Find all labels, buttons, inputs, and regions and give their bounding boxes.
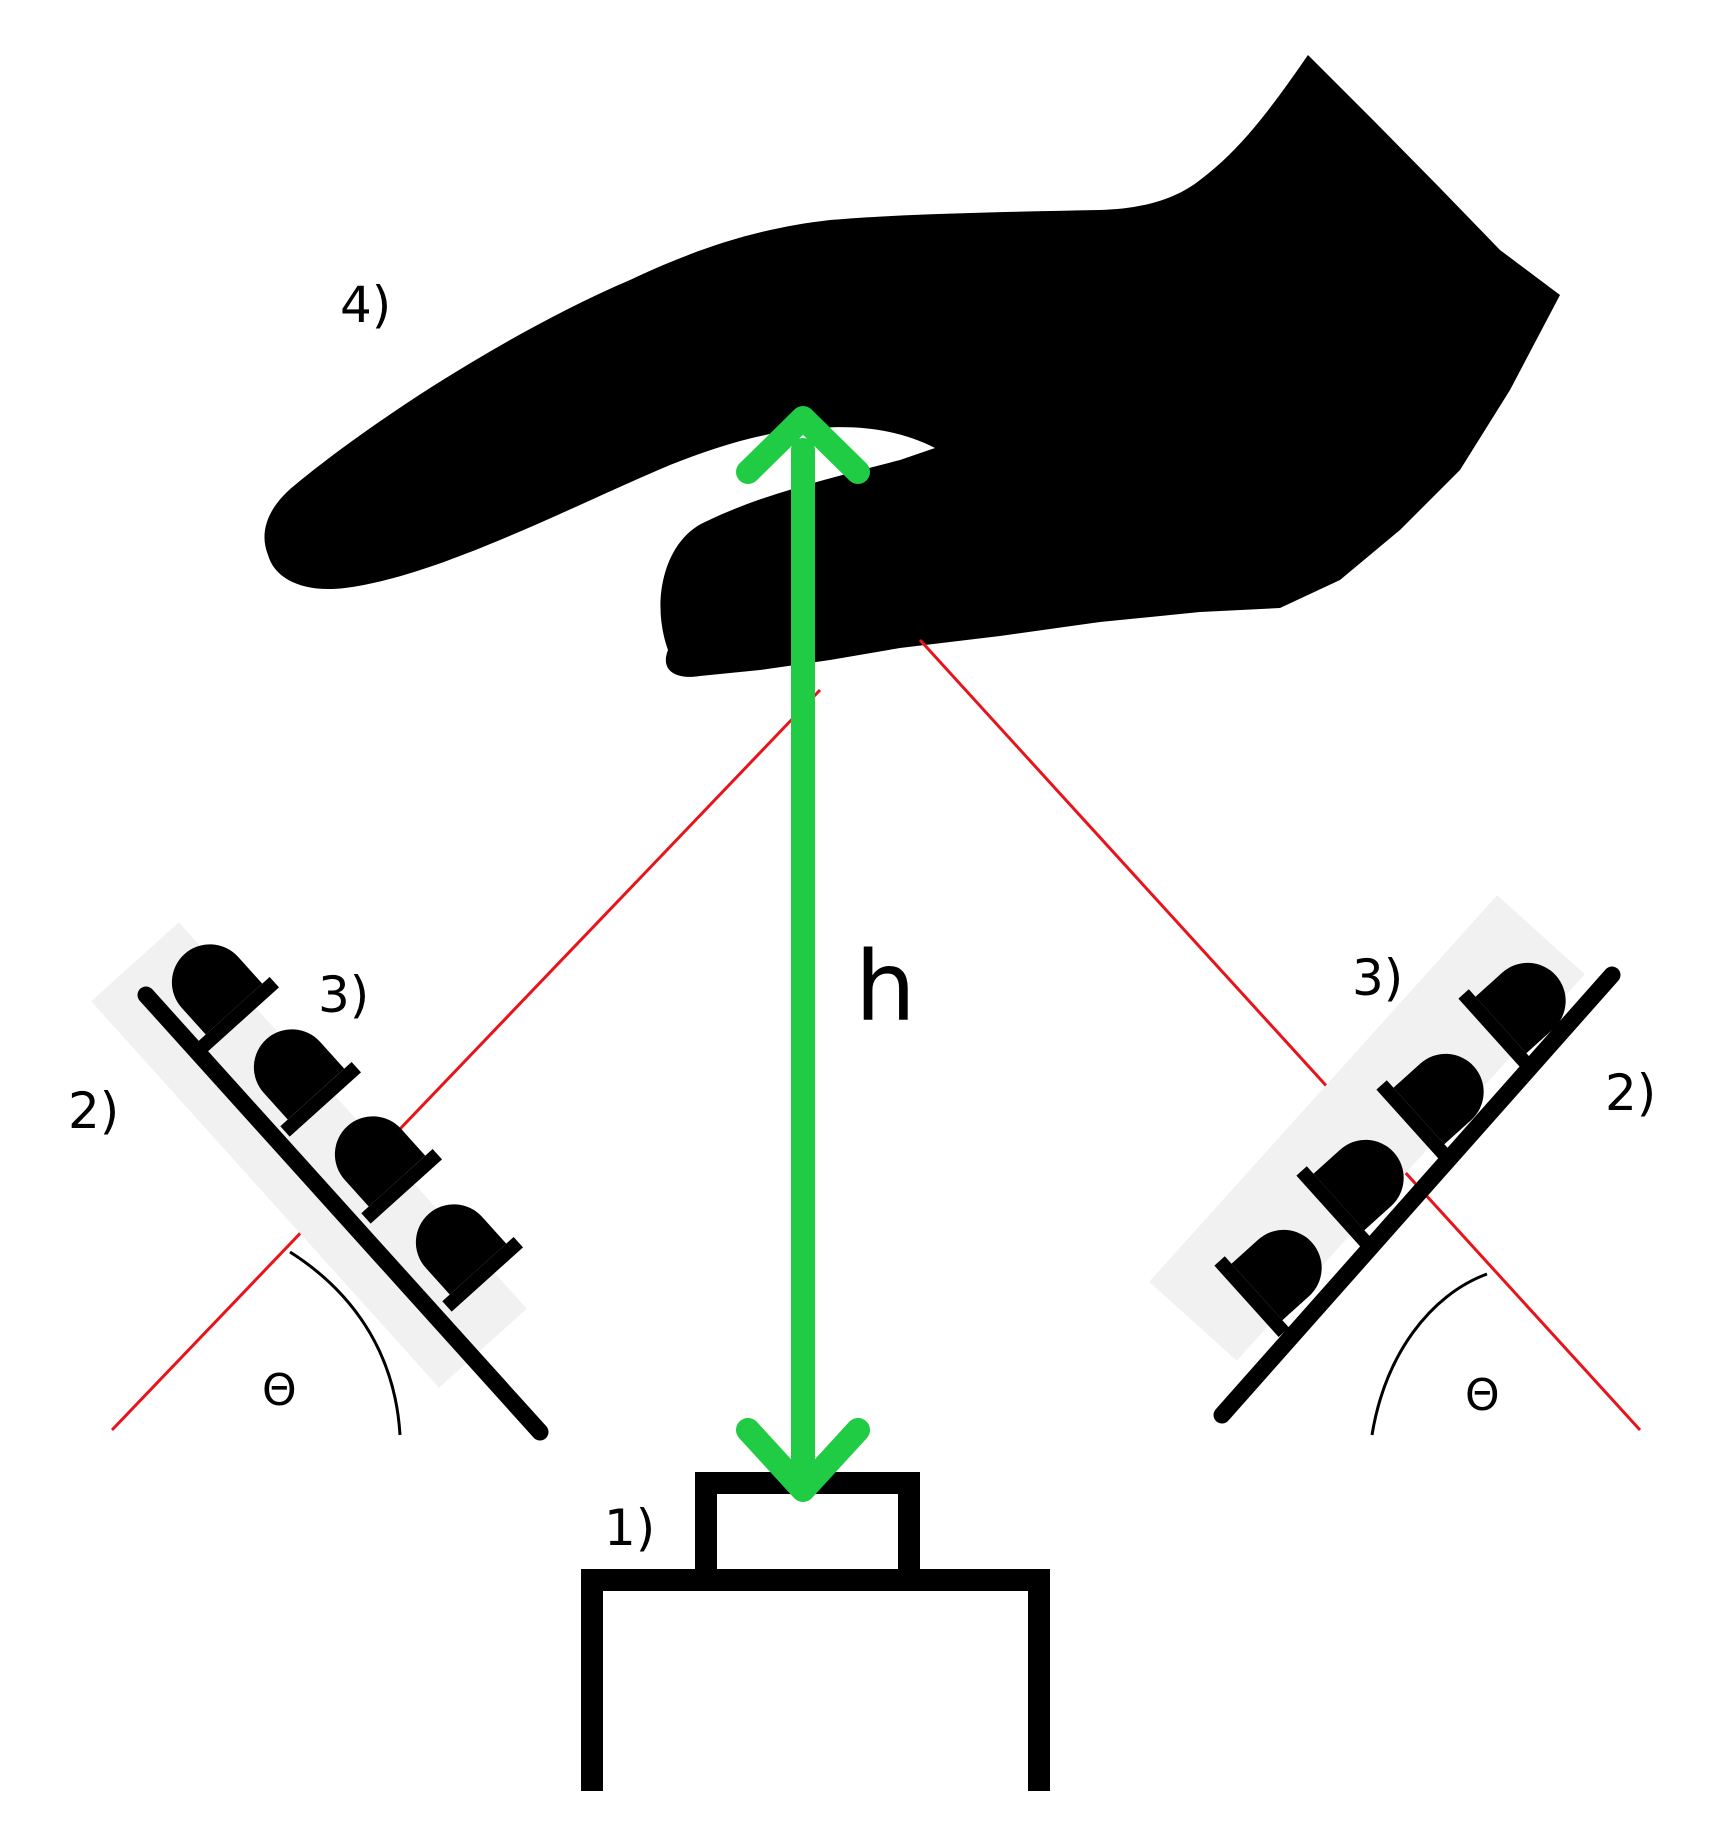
angle-arc-right (1370, 1272, 1488, 1436)
camera-body (581, 1569, 1050, 1791)
ray-right (918, 638, 1642, 1432)
led-right-1 (1458, 962, 1566, 1071)
hand-silhouette: 4) (264, 55, 1561, 677)
board-right-label: 2) (1605, 1064, 1656, 1122)
theta-left-label: Θ (262, 1365, 297, 1416)
camera-label: 1) (604, 1499, 655, 1557)
led-board-left-bar (137, 986, 549, 1441)
ray-left (110, 688, 822, 1432)
led-left-4 (415, 1204, 524, 1312)
led-right-3 (1296, 1139, 1404, 1248)
led-left-3 (334, 1116, 443, 1224)
height-label: h (855, 931, 916, 1043)
led-right-2 (1376, 1053, 1484, 1162)
height-arrow (736, 406, 870, 1502)
led-board-right-bar (1213, 966, 1621, 1424)
theta-right-label: Θ (1465, 1370, 1500, 1421)
leds-right-label: 3) (1352, 949, 1403, 1007)
hand-label: 4) (340, 276, 391, 334)
light-rays (110, 638, 1642, 1432)
height-arrow-head-top (736, 406, 870, 484)
leds-left-label: 3) (318, 966, 369, 1024)
hand-shape (264, 55, 1561, 677)
led-board-right: 2) 3) (1149, 895, 1656, 1424)
angle-markers (289, 1250, 1488, 1436)
height-arrow-head-bottom (736, 1418, 870, 1502)
led-right-4 (1214, 1229, 1322, 1338)
board-left-label: 2) (68, 1082, 119, 1140)
led-left-1 (171, 944, 280, 1052)
angle-arc-left (289, 1250, 402, 1436)
led-board-left-bg (91, 922, 527, 1388)
camera-sensor (581, 1472, 1050, 1791)
led-left-2 (253, 1029, 362, 1137)
led-board-left: 2) 3) (68, 922, 549, 1441)
